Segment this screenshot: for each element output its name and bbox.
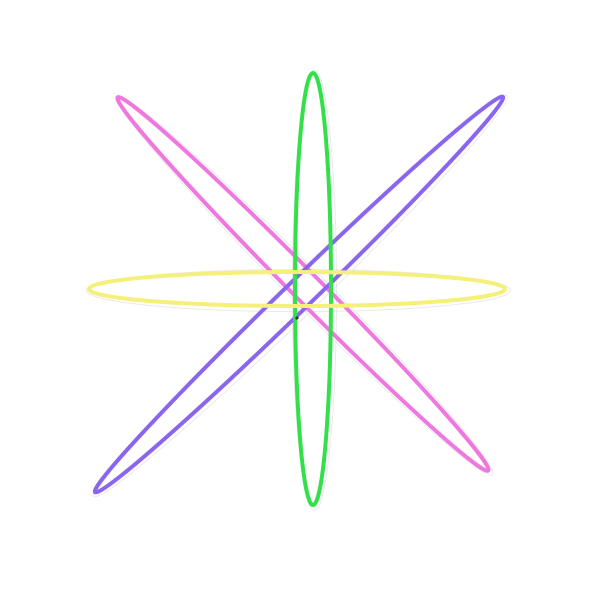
magenta-orbit-shadow	[115, 95, 494, 476]
green-orbit	[293, 71, 333, 507]
nucleus-dot	[295, 316, 299, 320]
yellow-orbit	[87, 270, 507, 308]
yellow-orbit-shadow	[86, 269, 511, 312]
orbits	[87, 71, 507, 507]
